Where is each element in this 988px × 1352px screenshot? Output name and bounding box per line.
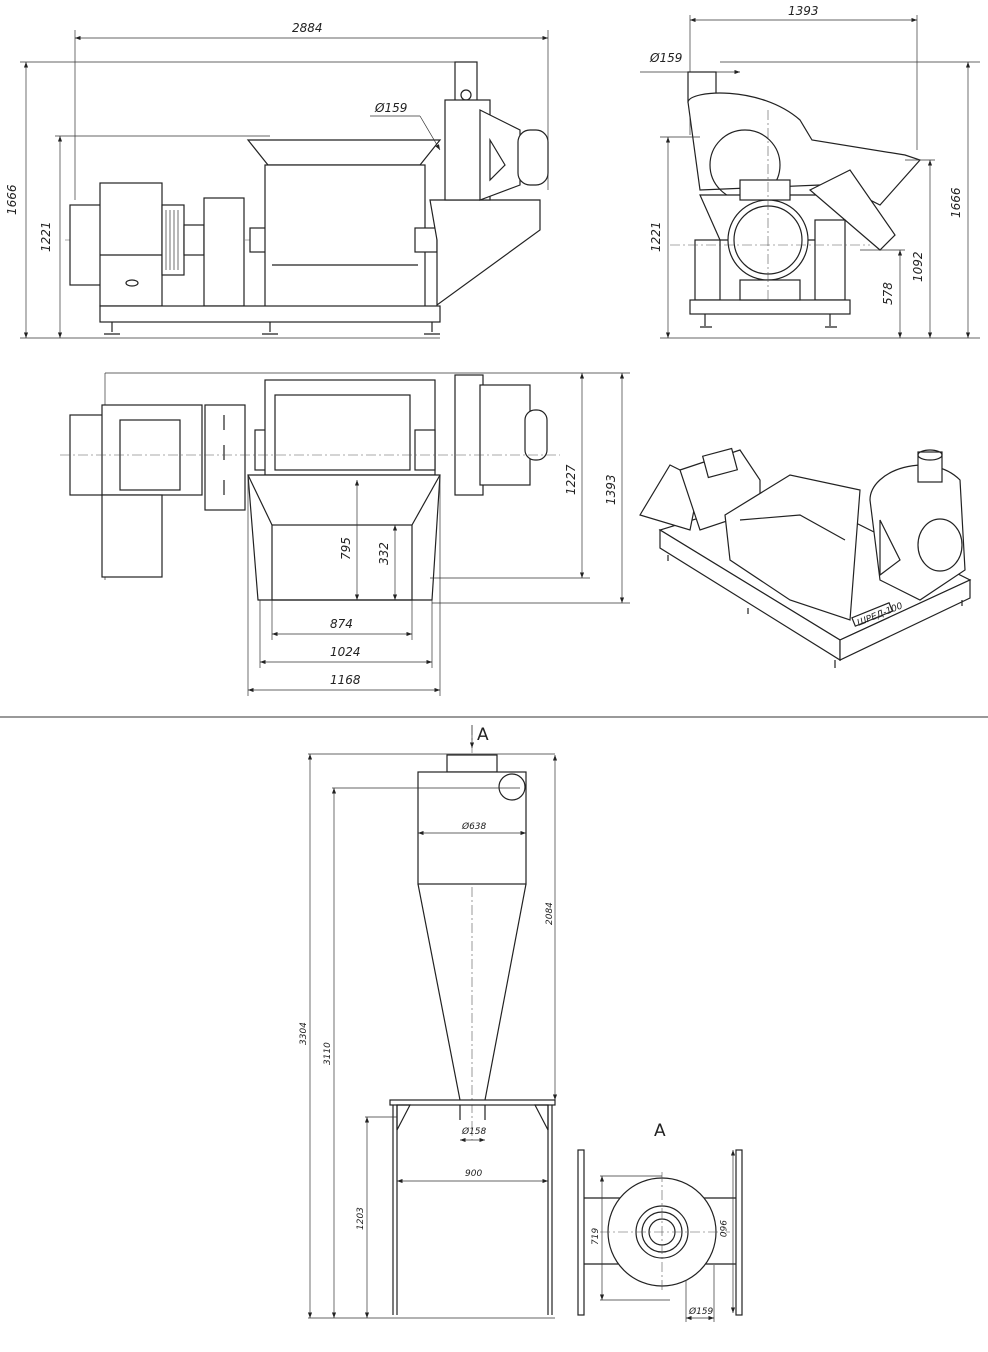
dim-dia-638: Ø638: [461, 821, 487, 832]
dim-dia-159: Ø159: [649, 51, 682, 65]
dim-578: 578: [881, 282, 895, 305]
dim-3110: 3110: [323, 1042, 333, 1065]
dim-332: 332: [377, 542, 391, 565]
dim-719: 719: [591, 1228, 601, 1245]
dim-874: 874: [330, 617, 353, 631]
dim-1666: 1666: [5, 184, 19, 215]
dim-1666: 1666: [949, 187, 963, 218]
dim-795: 795: [339, 537, 353, 560]
dim-960: 960: [717, 1220, 727, 1237]
dim-2084: 2084: [545, 902, 555, 925]
top-view: 795 332 1227 1393 874 1024 1168: [60, 372, 630, 696]
dim-1203: 1203: [356, 1207, 366, 1230]
view-a: A 719 960 Ø159: [577, 1121, 743, 1322]
dim-1092: 1092: [911, 251, 925, 282]
dim-1221: 1221: [649, 221, 663, 252]
dim-2884: 2884: [292, 21, 323, 35]
dim-3304: 3304: [299, 1022, 309, 1045]
side-view: 2884 1666 1221 Ø159: [5, 21, 549, 339]
dim-1168: 1168: [330, 673, 361, 687]
front-view: 1393 Ø159 1221 1092 578 1666: [640, 4, 980, 339]
dim-dia-159: Ø159: [688, 1306, 714, 1317]
dim-1221: 1221: [39, 221, 53, 252]
dim-900: 900: [465, 1169, 482, 1179]
dim-1227: 1227: [564, 464, 578, 495]
dim-dia-159: Ø159: [374, 101, 407, 115]
cyclone-view: A Ø638 Ø158 900 3304 3110 2084 1203: [299, 725, 558, 1319]
dim-1393: 1393: [788, 4, 819, 18]
dim-1024: 1024: [330, 645, 361, 659]
isometric-view: ШРЕД-100: [639, 447, 972, 668]
view-marker-a: A: [477, 725, 489, 745]
dim-1393: 1393: [604, 474, 618, 505]
dim-dia-158: Ø158: [461, 1126, 487, 1137]
view-a-title: A: [654, 1121, 666, 1141]
